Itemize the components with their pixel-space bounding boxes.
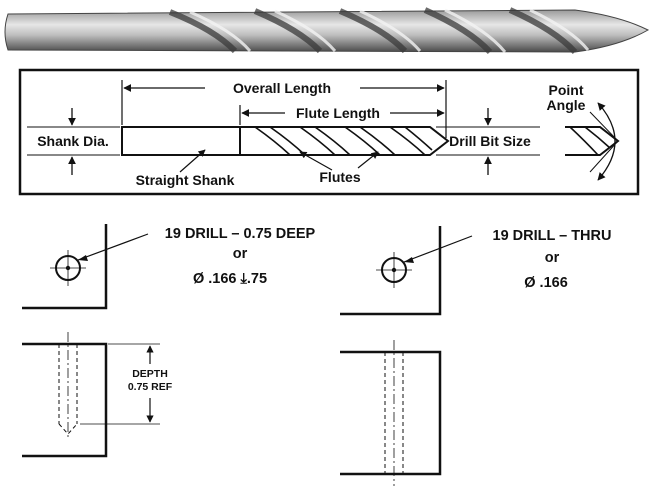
drill-bit-photo — [4, 7, 650, 55]
thru-hole-section-view — [340, 340, 442, 486]
depth-label: DEPTH — [132, 368, 168, 380]
blind-callout-line3: Ø .166 ⤓.75 — [193, 271, 267, 287]
thru-hole-top-view — [340, 226, 473, 316]
blind-callout-line1: 19 DRILL – 0.75 DEEP — [165, 226, 316, 242]
point-detail — [565, 102, 620, 181]
blind-callout-line2: or — [233, 246, 248, 262]
drill-bit-size-label: Drill Bit Size — [449, 133, 531, 149]
straight-shank-label: Straight Shank — [136, 172, 235, 188]
thru-callout-line3: Ø .166 — [524, 275, 568, 291]
point-label: Point — [549, 82, 584, 98]
flutes-label: Flutes — [319, 169, 360, 185]
depth-ref-label: 0.75 REF — [128, 381, 173, 393]
shank-dia-label: Shank Dia. — [37, 133, 109, 149]
blind-hole-section-view — [22, 332, 160, 458]
overall-length-label: Overall Length — [233, 80, 331, 96]
angle-label: Angle — [547, 97, 586, 113]
thru-callout-line1: 19 DRILL – THRU — [493, 228, 612, 244]
schematic-panel: Overall Length Flute Length Shank Dia. D… — [18, 68, 640, 196]
flute-length-label: Flute Length — [296, 105, 380, 121]
thru-callout-line2: or — [545, 250, 560, 266]
blind-hole-top-view — [22, 224, 149, 310]
